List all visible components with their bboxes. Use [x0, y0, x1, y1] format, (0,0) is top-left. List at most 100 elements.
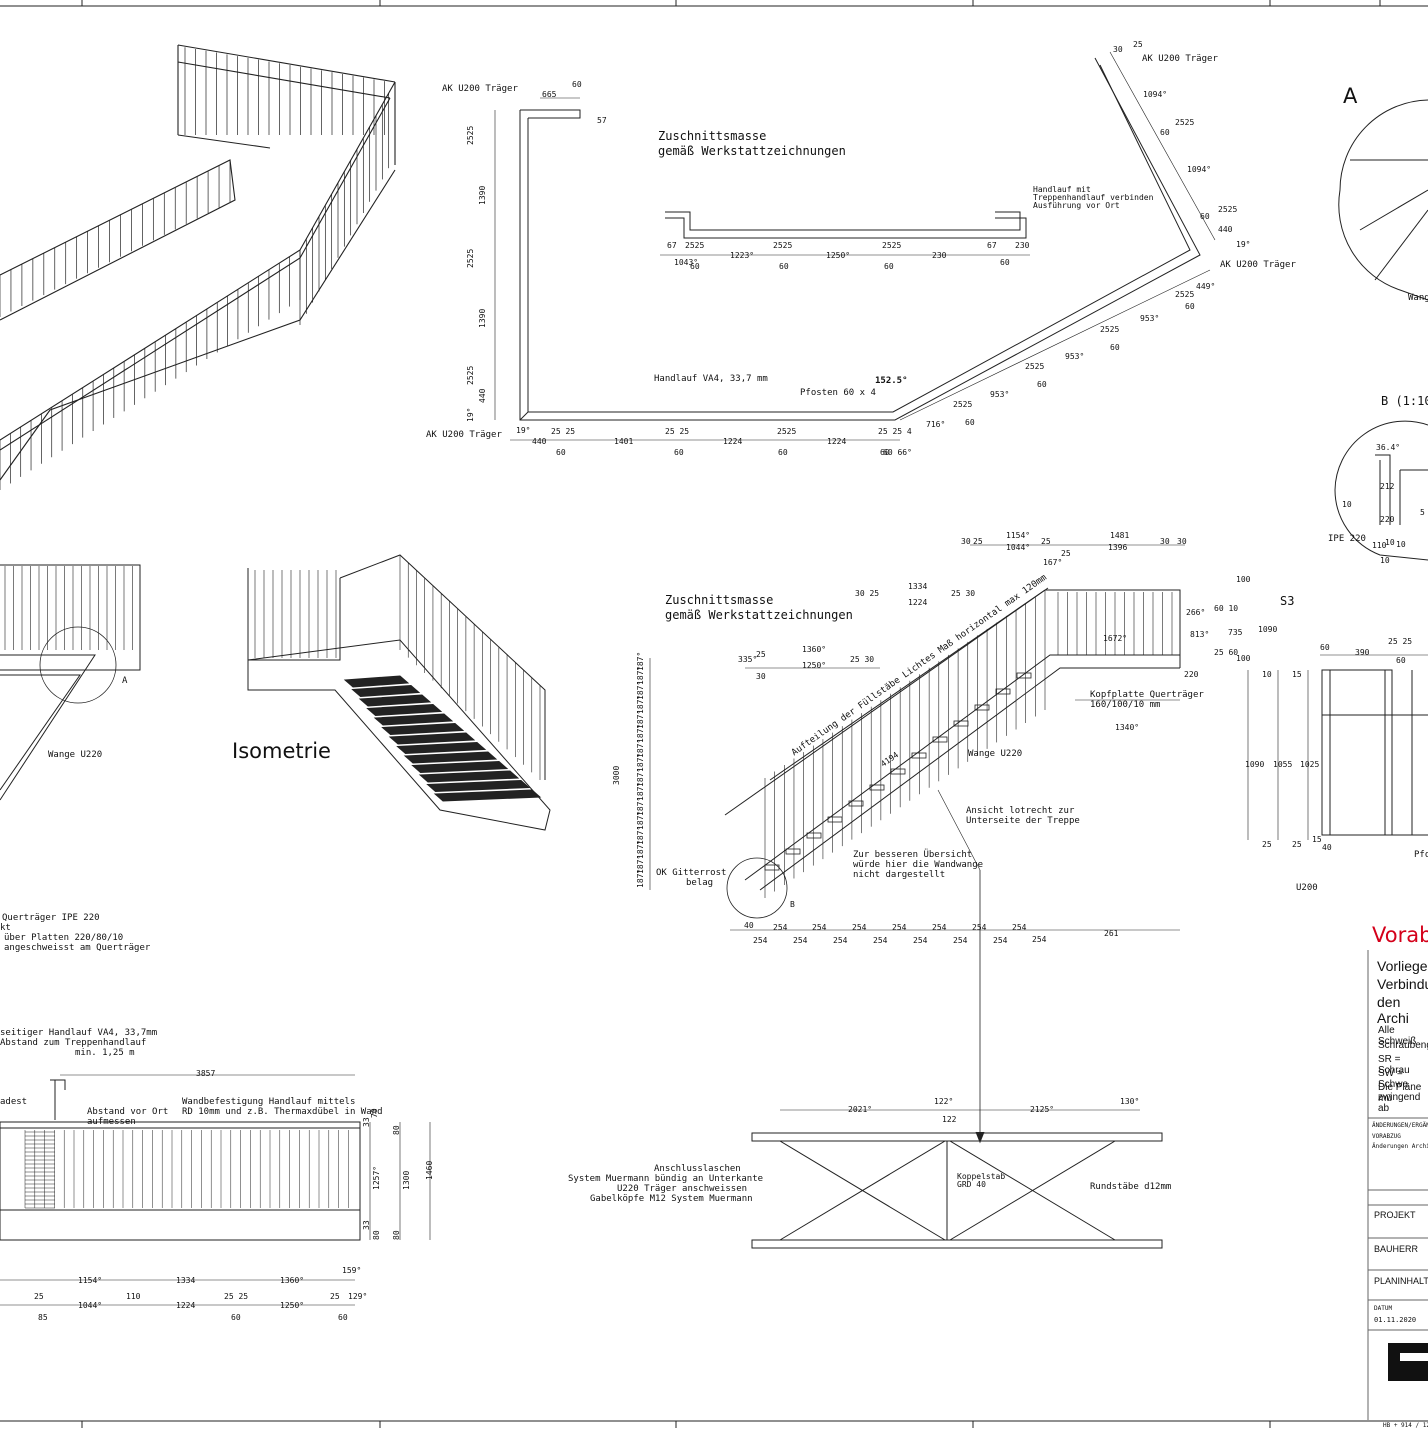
- dim-s3-7: 10: [1262, 670, 1272, 679]
- dim-stair-mid-7: 25: [756, 650, 766, 659]
- dim-plan-top-1: 60: [572, 80, 582, 89]
- stair-step: [827, 816, 843, 823]
- label-handrail-side-3: min. 1,25 m: [75, 1048, 135, 1058]
- label-lugs-4: Gabelköpfe M12 System Muermann: [590, 1194, 753, 1204]
- label-grating-2: belag: [686, 878, 714, 888]
- project-label: PROJEKT: [1374, 1210, 1416, 1220]
- preliminary-stamp: Vorabz: [1372, 923, 1428, 947]
- dim-diag-2: 60: [1160, 128, 1170, 137]
- dim-plan-bottom-0: 19°: [516, 426, 531, 435]
- dim-stair-bottom-b-5: 254: [953, 936, 968, 945]
- dim-3000: 3000: [612, 765, 621, 785]
- dim-plan-top-2: 57: [597, 116, 607, 125]
- dim-truss-0: 2021°: [848, 1105, 873, 1114]
- handrail-note-1: Handlauf mit: [1033, 185, 1091, 194]
- dim-plan-bottom-b-3: 60: [880, 448, 890, 457]
- label-ak-top-right: AK U200 Träger: [1142, 54, 1218, 64]
- company-logo: [1388, 1343, 1428, 1381]
- label-rods: Rundstäbe d12mm: [1090, 1182, 1172, 1192]
- dim-stair-mid-9: 30: [756, 672, 766, 681]
- label-crossbeam-3: über Platten 220/80/10: [4, 933, 124, 943]
- label-wall-fix-2: RD 10mm und z.B. Thermaxdübel in Wand: [182, 1107, 383, 1117]
- label-grating-1: OK Gitterrost: [656, 868, 727, 878]
- dim-detail-b-5: 10: [1385, 538, 1395, 547]
- dim-side-bottom-4: 25: [34, 1292, 44, 1301]
- stair-step: [995, 688, 1011, 695]
- dim-plan-bottom-2: 25 25: [551, 427, 576, 436]
- dim-stair-mid-0: 1334: [908, 582, 928, 591]
- dim-stair-top-7: 30: [1160, 537, 1170, 546]
- dim-detail-b-6: 10: [1396, 540, 1406, 549]
- note-head-3: den Archi: [1377, 994, 1409, 1026]
- dim-rail-9: 230: [932, 251, 947, 260]
- label-post: Pfosten 60 x 4: [800, 388, 876, 398]
- dim-side-bottom-14: 60: [338, 1313, 348, 1322]
- dim-rail-10: 60: [1000, 258, 1010, 267]
- plan-number: HB + 914 / 1209: [1383, 1422, 1428, 1429]
- dim-stair-top-8: 25: [1061, 549, 1071, 558]
- dim-stair-top-11: 1672°: [1103, 634, 1128, 643]
- dim-plan-left-1: 1390: [478, 185, 487, 205]
- label-overview-1: Zur besseren Übersicht: [853, 850, 973, 860]
- dim-stair-bottom-b-2: 254: [833, 936, 848, 945]
- detail-a-title: A: [1343, 84, 1358, 108]
- stair-tread: [381, 722, 465, 736]
- dim-s3-11: 15: [1312, 835, 1322, 844]
- dim-diag-20: 30: [1113, 45, 1123, 54]
- date-value: 01.11.2020: [1374, 1316, 1417, 1324]
- dim-stair-mid-3: 25 30: [951, 589, 976, 598]
- dim-plan-top-0: 665: [542, 90, 557, 99]
- dim-stair-right-3: 100: [1236, 575, 1251, 584]
- dim-stair-mid-1: 1224: [908, 598, 928, 607]
- dim-diag-1: 2525: [1175, 118, 1195, 127]
- label-head-plate-2: 160/100/10 mm: [1090, 700, 1161, 710]
- dim-side-right-7: 80: [392, 1230, 401, 1240]
- stair-tread: [388, 732, 476, 745]
- stair-step: [848, 800, 864, 807]
- date-label: DATUM: [1374, 1305, 1393, 1312]
- dim-plan-bottom-3: 1401: [614, 437, 634, 446]
- label-landing: adest: [0, 1097, 28, 1107]
- dim-stair-right-0: 1340°: [1115, 723, 1140, 732]
- label-ak-bottom-left: AK U200 Träger: [426, 430, 502, 440]
- stair-step: [890, 768, 906, 775]
- stair-tread: [411, 760, 509, 774]
- dim-stair-bottom-8: 254: [1032, 935, 1047, 944]
- dim-detail-b-7: 10: [1380, 556, 1390, 565]
- note-head-1: Vorliegen: [1377, 958, 1428, 974]
- label-ipe: IPE 220: [1328, 534, 1366, 544]
- revision-row-2: Änderungen Architekt gemäß: [1372, 1143, 1428, 1150]
- dim-diag-12: 2525: [1100, 325, 1120, 334]
- dim-plan-left-5: 440: [478, 388, 487, 403]
- stair-tread: [418, 770, 520, 783]
- revision-row-1: VORABZUG: [1372, 1133, 1401, 1140]
- dim-diag-10: 60: [1185, 302, 1195, 311]
- client-label: BAUHERR: [1374, 1244, 1419, 1254]
- label-overview-3: nicht dargestellt: [853, 870, 946, 880]
- dim-stair-bottom-b-3: 254: [873, 936, 888, 945]
- label-handrail-side-1: seitiger Handlauf VA4, 33,7mm: [0, 1028, 158, 1038]
- dim-rail-13: 60: [884, 262, 894, 271]
- stair-step: [974, 704, 990, 711]
- label-crossbeam-1: Querträger IPE 220: [2, 913, 100, 923]
- dim-s3-12: 40: [1322, 843, 1332, 852]
- left-stair-partial: [0, 564, 141, 801]
- dim-plan-left-3: 1390: [478, 308, 487, 328]
- dim-plan-bottom-9: 716°: [926, 420, 946, 429]
- s3-section: [1247, 654, 1428, 840]
- dim-plan-bottom-8: 25 25 4: [878, 427, 912, 436]
- dim-diag-6: 440: [1218, 225, 1233, 234]
- dim-stair-bottom-9: 261: [1104, 929, 1119, 938]
- label-wall-fix-1: Wandbefestigung Handlauf mittels: [182, 1097, 356, 1107]
- dim-rail-1: 2525: [685, 241, 705, 250]
- stair-tread: [366, 703, 443, 717]
- dim-stair-mid-2: 30 25: [855, 589, 880, 598]
- dim-side-right-4: 1300: [402, 1170, 411, 1190]
- dim-diag-16: 60: [1037, 380, 1047, 389]
- stair-tread: [403, 751, 498, 764]
- legend-3: SR = Schrau: [1378, 1054, 1410, 1076]
- dim-stair-mid-6: 335°: [738, 655, 758, 664]
- truss-view: [751, 1109, 1163, 1249]
- label-angle: 152.5°: [875, 376, 908, 386]
- dim-s3-2: 25 25: [1388, 637, 1413, 646]
